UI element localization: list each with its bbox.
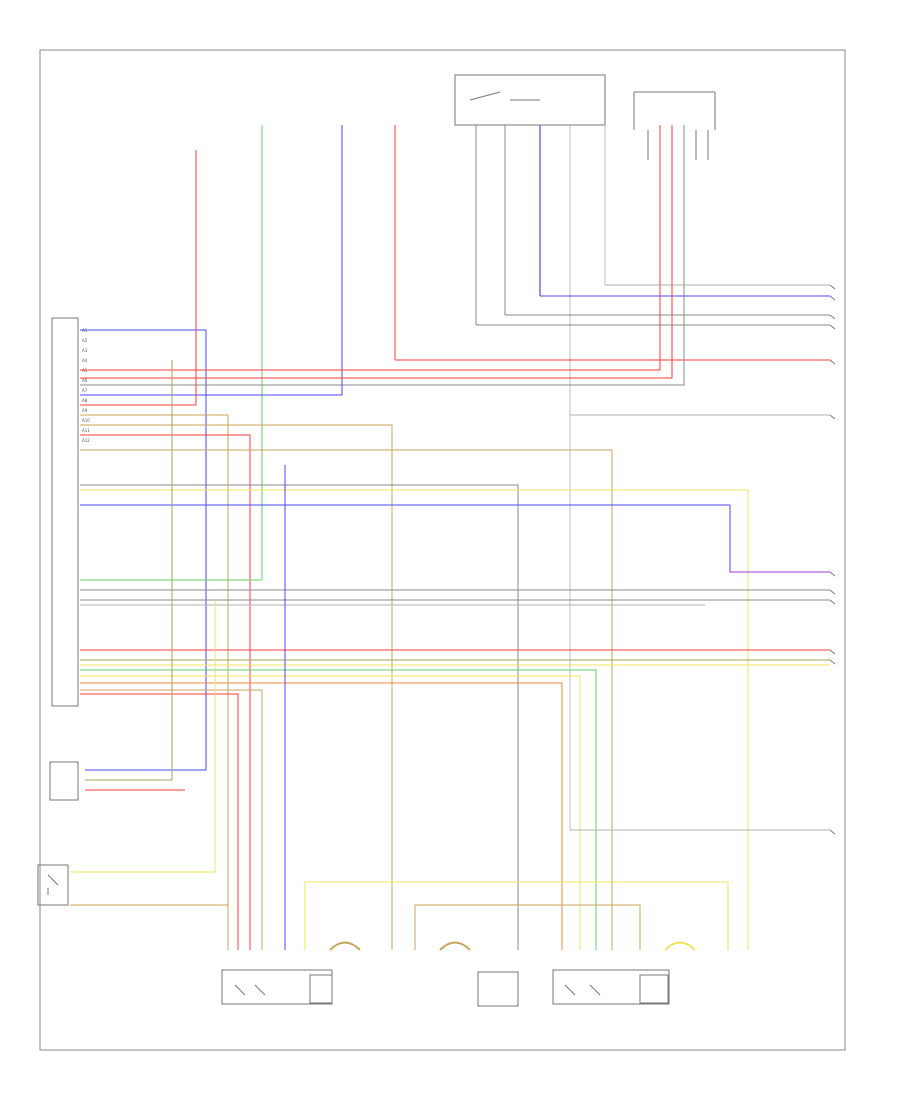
- diagram-frame: [39, 49, 846, 1051]
- svg-text:A8: A8: [82, 398, 88, 403]
- svg-text:A9: A9: [82, 408, 88, 413]
- jumper-tan-2: [439, 941, 471, 951]
- control-module-block: [51, 317, 79, 707]
- jumper-yellow: [664, 941, 696, 951]
- harness-runs: [70, 125, 830, 950]
- svg-text:A3: A3: [82, 348, 88, 353]
- terminators: [829, 284, 836, 835]
- jumper-tan: [329, 941, 361, 951]
- switch-icon: [47, 874, 59, 895]
- sensor-box: [49, 761, 79, 801]
- svg-text:A12: A12: [82, 438, 90, 443]
- relay-contact: [469, 91, 540, 101]
- svg-text:A2: A2: [82, 338, 88, 343]
- connector-comb: [633, 91, 716, 160]
- relay-box: [454, 74, 606, 126]
- svg-text:A6: A6: [82, 378, 88, 383]
- svg-text:A10: A10: [82, 418, 90, 423]
- svg-text:A11: A11: [82, 428, 90, 433]
- svg-text:A4: A4: [82, 358, 88, 363]
- switch-box: [37, 864, 69, 906]
- svg-text:A7: A7: [82, 388, 88, 393]
- bottom-components: [221, 969, 670, 1007]
